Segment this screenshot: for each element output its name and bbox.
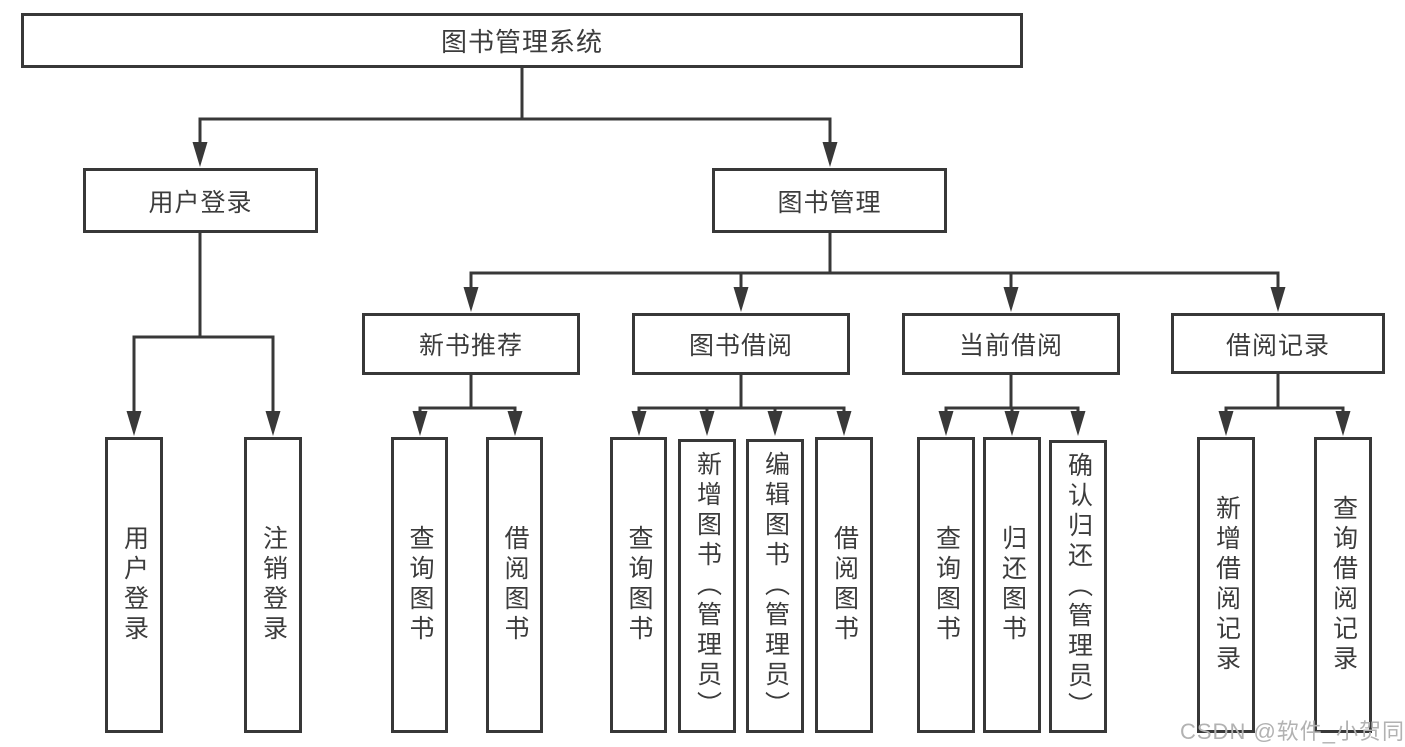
leaf-br-query-record-label: 查询借阅记录 — [1329, 495, 1358, 675]
node-borrow-records: 借阅记录 — [1171, 313, 1385, 374]
leaf-bb-query-books-label: 查询图书 — [625, 525, 653, 645]
leaf-cb-return-books-label: 归还图书 — [998, 525, 1027, 645]
node-root-label: 图书管理系统 — [440, 27, 603, 57]
leaf-bb-edit-books: 编辑图书（管理员） — [746, 439, 804, 733]
leaf-bb-add-books-label: 新增图书（管理员） — [693, 451, 722, 721]
node-root: 图书管理系统 — [21, 13, 1023, 68]
leaf-nb-borrow-books: 借阅图书 — [486, 437, 543, 733]
node-book-mgmt: 图书管理 — [712, 168, 947, 233]
watermark: CSDN @软件_小贺同学 — [1180, 719, 1405, 744]
leaf-bb-borrow-books: 借阅图书 — [815, 437, 873, 733]
node-current-borrow-label: 当前借阅 — [958, 332, 1063, 360]
leaf-cb-confirm-return-label: 确认归还（管理员） — [1064, 451, 1093, 722]
leaf-bb-edit-books-label: 编辑图书（管理员） — [761, 451, 790, 721]
node-book-borrow-label: 图书借阅 — [688, 332, 793, 360]
leaf-cb-query-books-label: 查询图书 — [932, 525, 961, 645]
leaf-bb-borrow-books-label: 借阅图书 — [830, 525, 859, 645]
leaf-bb-query-books: 查询图书 — [610, 437, 667, 733]
leaf-user-login-label: 用户登录 — [120, 525, 149, 645]
node-new-books-label: 新书推荐 — [418, 332, 523, 360]
leaf-logout: 注销登录 — [244, 437, 302, 733]
node-new-books: 新书推荐 — [362, 313, 580, 375]
leaf-cb-query-books: 查询图书 — [917, 437, 975, 733]
leaf-br-query-record: 查询借阅记录 — [1314, 437, 1372, 733]
leaf-bb-add-books: 新增图书（管理员） — [678, 439, 736, 733]
leaf-user-login: 用户登录 — [105, 437, 163, 733]
leaf-br-add-record-label: 新增借阅记录 — [1212, 495, 1241, 675]
node-borrow-records-label: 借阅记录 — [1225, 331, 1330, 360]
leaf-cb-confirm-return: 确认归还（管理员） — [1049, 440, 1107, 733]
node-user-login-label: 用户登录 — [148, 188, 253, 217]
node-book-borrow: 图书借阅 — [632, 313, 850, 375]
leaf-nb-borrow-books-label: 借阅图书 — [501, 525, 529, 645]
leaf-nb-query-books: 查询图书 — [391, 437, 448, 733]
leaf-cb-return-books: 归还图书 — [983, 437, 1041, 733]
node-current-borrow: 当前借阅 — [902, 313, 1120, 375]
node-user-login: 用户登录 — [83, 168, 318, 233]
leaf-nb-query-books-label: 查询图书 — [406, 525, 434, 645]
leaf-br-add-record: 新增借阅记录 — [1197, 437, 1255, 733]
leaf-logout-label: 注销登录 — [259, 525, 288, 645]
arrowhead-icons — [126, 142, 1351, 436]
node-book-mgmt-label: 图书管理 — [777, 188, 882, 217]
